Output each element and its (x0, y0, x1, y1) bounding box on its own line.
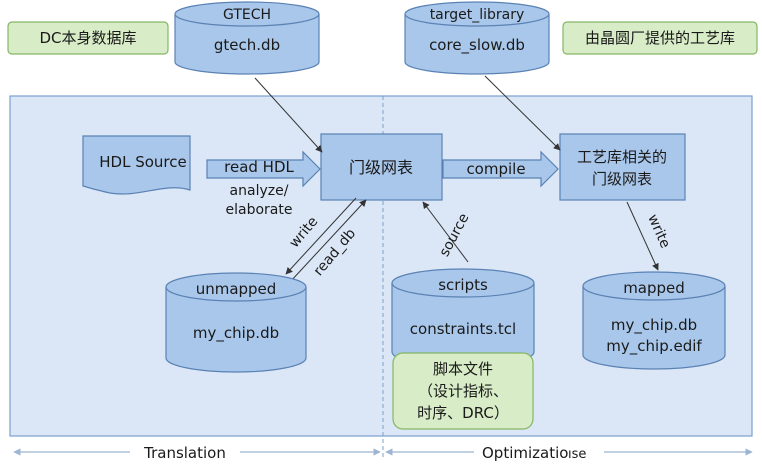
gate-netlist-box: 门级网表 (320, 133, 443, 201)
scripts-cylinder: scripts constraints.tcl (391, 268, 535, 367)
svg-text:由晶圆厂提供的工艺库: 由晶圆厂提供的工艺库 (585, 29, 735, 47)
read-hdl-arrow (206, 150, 321, 188)
script-note: 脚本文件 （设计指标、 时序、DRC） (392, 352, 534, 430)
gtech-cylinder-title: GTECH (223, 7, 271, 23)
gtech-cylinder: GTECH gtech.db (174, 1, 320, 75)
unmapped-file: my_chip.db (193, 324, 279, 343)
gate-netlist-label: 门级网表 (349, 158, 413, 177)
hdl-source-document: HDL Source (82, 135, 191, 195)
unmapped-cylinder: unmapped my_chip.db (165, 272, 307, 373)
optimization-label: Optimizatio (482, 444, 568, 462)
read-db-arrow (289, 199, 367, 283)
source-arrow (422, 201, 469, 263)
analyze-label: analyze/ (230, 183, 289, 199)
gtech-to-netlist-arrow (254, 77, 323, 153)
optimization-label-tail: ıse (568, 447, 586, 462)
mapped-file-1: my_chip.db (611, 316, 697, 335)
hdl-source-label: HDL Source (99, 153, 186, 171)
elaborate-label: elaborate (226, 202, 293, 218)
tech-netlist-label-1: 工艺库相关的 (577, 148, 667, 166)
script-note-line3: 时序、DRC） (417, 404, 509, 422)
mapped-file-2: my_chip.edif (606, 337, 702, 356)
tech-netlist-label-2: 门级网表 (592, 170, 652, 188)
target-library-cylinder: target_library core_slow.db (404, 1, 550, 75)
dc-library-label: DC本身数据库 (7, 21, 169, 55)
unmapped-title: unmapped (196, 280, 277, 298)
write-arrow-left (285, 197, 357, 275)
tech-netlist-box: 工艺库相关的 门级网表 (559, 133, 686, 201)
target-library-title: target_library (430, 7, 525, 23)
scripts-file: constraints.tcl (410, 320, 516, 338)
target-to-tech-arrow (484, 75, 561, 151)
read-hdl-label: read HDL (224, 158, 294, 176)
script-note-line2: （设计指标、 (418, 382, 508, 400)
mapped-cylinder: mapped my_chip.db my_chip.edif (582, 271, 726, 370)
translation-label: Translation (143, 444, 226, 462)
mapped-title: mapped (623, 279, 685, 297)
gtech-cylinder-file: gtech.db (214, 36, 280, 54)
scripts-title: scripts (438, 276, 488, 294)
svg-text:DC本身数据库: DC本身数据库 (39, 29, 136, 47)
script-note-line1: 脚本文件 (433, 360, 493, 378)
target-library-file: core_slow.db (429, 36, 525, 55)
write-arrow-right (626, 201, 659, 271)
compile-arrow (442, 150, 559, 188)
compile-label: compile (466, 160, 525, 178)
foundry-library-label: 由晶圆厂提供的工艺库 (562, 21, 758, 55)
